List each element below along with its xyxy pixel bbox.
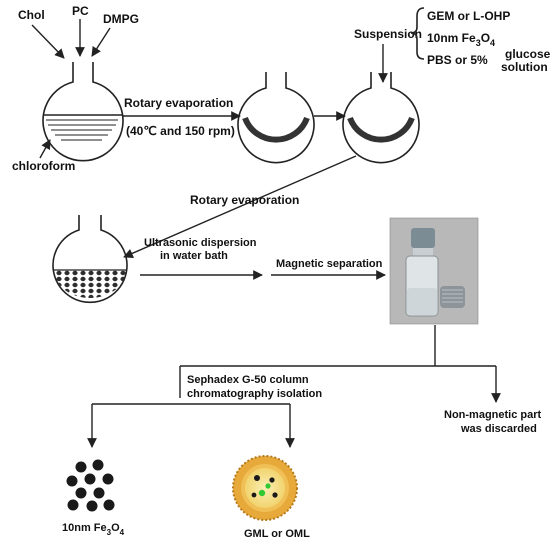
reagent-chol-label: Chol (18, 8, 45, 22)
step1-label: Rotary evaporation (124, 96, 233, 110)
dmpg-arrow (91, 27, 111, 57)
step2-label: Rotary evaporation (190, 193, 299, 207)
product-iron-label: 10nm Fe3O4 (62, 522, 125, 537)
column-line1: Sephadex G-50 column (187, 374, 309, 386)
magnetic-vial-photo (389, 217, 479, 325)
product-liposome-label: GML or OML (244, 528, 310, 540)
flask-lipid-film (237, 72, 315, 164)
suspension-drug: GEM or L-OHP (427, 9, 510, 23)
solvent-label: chloroform (12, 159, 75, 173)
suspension-buffer: PBS or 5% (427, 53, 488, 67)
step2-arrow (123, 155, 357, 258)
suspension-glucose-line2: solution (501, 60, 548, 74)
step4-label: Magnetic separation (276, 258, 383, 270)
column-line2: chromatography isolation (187, 388, 322, 400)
suspension-iron-oxide: 10nm Fe3O4 (427, 31, 495, 48)
magnetic-liposome (232, 455, 298, 521)
reagent-dmpg-label: DMPG (103, 12, 139, 26)
step3-line2: in water bath (160, 250, 228, 262)
suspension-label: Suspension (354, 27, 422, 41)
reagent-pc-label: PC (72, 4, 89, 18)
flask-suspension (342, 72, 420, 164)
step3-line1: Ultrasonic dispersion (144, 237, 257, 249)
chol-arrow (31, 24, 65, 59)
chloroform-arrow (39, 139, 51, 159)
iron-oxide-particles (66, 459, 115, 512)
suspension-glucose-line1: glucose (505, 47, 550, 61)
discard-line2: was discarded (460, 423, 537, 435)
step1-conditions: (40℃ and 150 rpm) (126, 124, 235, 138)
discard-line1: Non-magnetic part (444, 409, 542, 421)
flask-hydrated (52, 215, 128, 304)
flask-chloroform (42, 62, 124, 162)
suspension-brace (410, 7, 425, 60)
